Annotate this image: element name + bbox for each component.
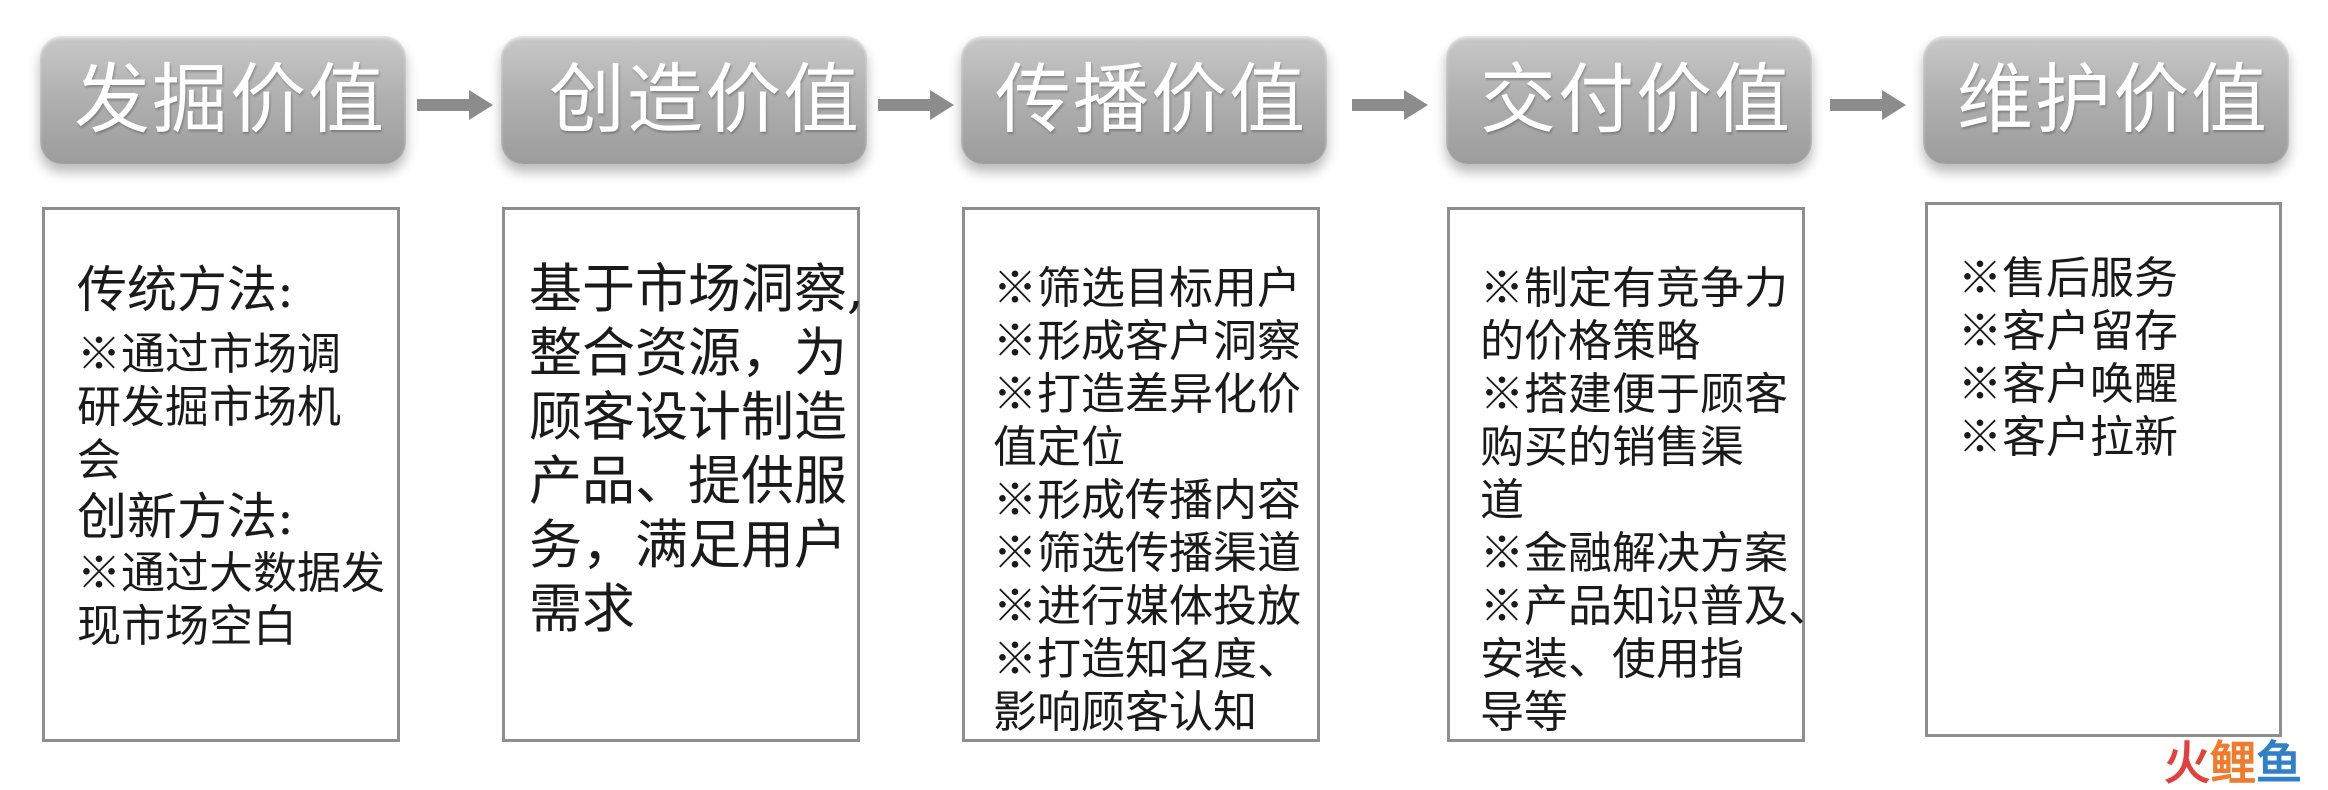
stage-title: 发掘价值 bbox=[74, 55, 386, 144]
box-line: 基于市场洞察, bbox=[529, 259, 864, 320]
box-line: ※形成客户洞察 bbox=[993, 316, 1301, 367]
box-line: ※客户拉新 bbox=[1958, 412, 2178, 463]
stage-pill-create: 创造价值 bbox=[501, 36, 867, 164]
innovative-method-heading: 创新方法: bbox=[77, 488, 294, 546]
box-line: 整合资源，为 bbox=[529, 323, 847, 384]
box-line: ※筛选目标用户 bbox=[993, 263, 1301, 314]
box-line: ※打造知名度、 bbox=[993, 634, 1301, 685]
box-line: 顾客设计制造 bbox=[529, 387, 847, 448]
box-line: 影响顾客认知 bbox=[993, 687, 1257, 738]
box-line: 务，满足用户 bbox=[529, 515, 847, 576]
stage-pill-communicate: 传播价值 bbox=[961, 36, 1327, 164]
arrow-right-icon bbox=[417, 90, 493, 120]
communicate-value-box: ※筛选目标用户 ※形成客户洞察 ※打造差异化价 值定位 ※形成传播内容 ※筛选传… bbox=[962, 207, 1320, 742]
box-line: ※制定有竞争力 bbox=[1480, 263, 1788, 314]
box-line: 现市场空白 bbox=[77, 601, 297, 652]
box-line: ※通过大数据发 bbox=[77, 548, 385, 599]
stage-title: 维护价值 bbox=[1957, 55, 2269, 144]
box-line: ※客户唤醒 bbox=[1958, 359, 2178, 410]
stage-title: 交付价值 bbox=[1480, 55, 1792, 144]
watermark-char: 火 bbox=[2164, 736, 2210, 790]
box-line: 需求 bbox=[529, 579, 635, 640]
box-line: ※进行媒体投放 bbox=[993, 581, 1301, 632]
watermark-char: 鱼 bbox=[2256, 736, 2302, 790]
box-line: 导等 bbox=[1480, 687, 1568, 738]
stage-pill-discover: 发掘价值 bbox=[40, 36, 406, 164]
box-line: ※客户留存 bbox=[1958, 306, 2178, 357]
traditional-method-heading: 传统方法: bbox=[77, 261, 294, 319]
box-line: ※产品知识普及、 bbox=[1480, 581, 1832, 632]
deliver-value-box: ※制定有竞争力 的价格策略 ※搭建便于顾客 购买的销售渠 道 ※金融解决方案 ※… bbox=[1447, 207, 1832, 742]
stage-title: 创造价值 bbox=[549, 55, 861, 144]
box-line: 道 bbox=[1480, 475, 1524, 526]
stage-pill-deliver: 交付价值 bbox=[1446, 36, 1812, 164]
box-line: 产品、提供服 bbox=[529, 451, 847, 512]
box-line: ※售后服务 bbox=[1958, 253, 2178, 304]
box-line: 会 bbox=[77, 435, 121, 486]
box-line: 的价格策略 bbox=[1480, 316, 1700, 367]
stage-title: 传播价值 bbox=[995, 55, 1307, 144]
box-line: 值定位 bbox=[993, 422, 1125, 473]
box-line: ※打造差异化价 bbox=[993, 369, 1301, 420]
watermark-logo: 火鲤鱼 bbox=[2164, 740, 2302, 786]
maintain-value-box: ※售后服务 ※客户留存 ※客户唤醒 ※客户拉新 bbox=[1925, 202, 2282, 737]
box-line: ※筛选传播渠道 bbox=[993, 528, 1301, 579]
arrow-right-icon bbox=[878, 90, 954, 120]
box-line: 购买的销售渠 bbox=[1480, 422, 1744, 473]
box-line: ※通过市场调 bbox=[77, 329, 341, 380]
box-line: ※金融解决方案 bbox=[1480, 528, 1788, 579]
create-value-box: 基于市场洞察, 整合资源，为 顾客设计制造 产品、提供服 务，满足用户 需求 bbox=[502, 207, 864, 742]
arrow-right-icon bbox=[1830, 90, 1906, 120]
arrow-right-icon bbox=[1352, 90, 1428, 120]
box-line: ※搭建便于顾客 bbox=[1480, 369, 1788, 420]
box-line: ※形成传播内容 bbox=[993, 475, 1301, 526]
discover-value-box: 传统方法: ※通过市场调 研发掘市场机 会 创新方法: ※通过大数据发 现市场空… bbox=[42, 207, 400, 742]
watermark-char: 鲤 bbox=[2210, 736, 2256, 790]
stage-pill-maintain: 维护价值 bbox=[1923, 36, 2289, 164]
box-line: 研发掘市场机 bbox=[77, 382, 341, 433]
box-line: 安装、使用指 bbox=[1480, 634, 1744, 685]
